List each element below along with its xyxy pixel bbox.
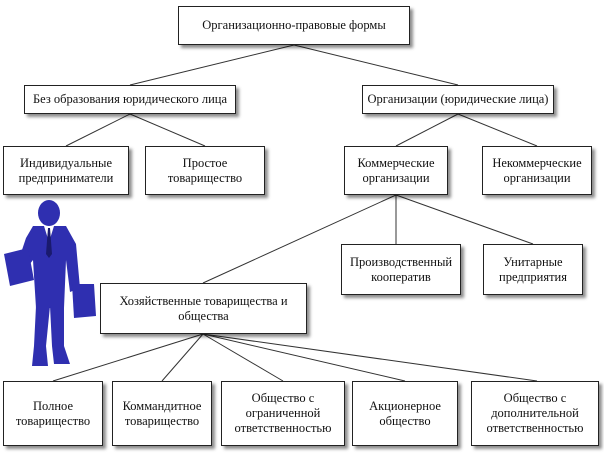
- connector-line: [129, 113, 206, 147]
- connector-line: [202, 333, 538, 382]
- organizations-node: Организации (юридические лица): [362, 85, 554, 114]
- without-legal-entity-node: Без образования юридического лица: [24, 85, 236, 114]
- individual-entrepreneurs-node: Индивидуальные предприниматели: [3, 146, 129, 195]
- root-node: Организационно-правовые формы: [178, 6, 410, 45]
- llc-node: Общество с ограниченной ответственностью: [221, 381, 345, 446]
- limited-partnership-node: Коммандитное товарищество: [112, 381, 212, 446]
- full-partnership-node: Полное товарищество: [3, 381, 103, 446]
- unitary-enterprises-node: Унитарные предприятия: [483, 244, 583, 295]
- connector-line: [457, 113, 538, 147]
- connector-line: [202, 333, 284, 382]
- connector-line: [293, 44, 459, 86]
- connector-line: [52, 333, 204, 382]
- simple-partnership-node: Простое товарищество: [145, 146, 265, 195]
- connector-line: [161, 333, 204, 382]
- noncommercial-organizations-node: Некоммерческие организации: [482, 146, 592, 195]
- production-cooperative-node: Производственный кооператив: [341, 244, 461, 295]
- commercial-organizations-node: Коммерческие организации: [344, 146, 448, 195]
- additional-liability-company-node: Общество с дополнительной ответственност…: [471, 381, 599, 446]
- connector-line: [202, 194, 397, 284]
- connector-line: [395, 194, 534, 245]
- connector-line: [65, 113, 131, 147]
- businessman-with-folder-icon: [4, 200, 96, 366]
- connector-line: [202, 333, 406, 382]
- connector-line: [129, 44, 295, 86]
- economic-partnerships-node: Хозяйственные товарищества и общества: [100, 283, 307, 334]
- joint-stock-company-node: Акционерное общество: [352, 381, 458, 446]
- connector-line: [395, 113, 459, 147]
